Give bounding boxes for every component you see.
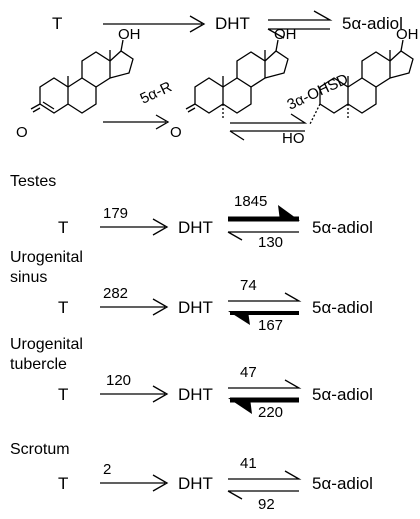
overview-forward-arrow [103, 15, 206, 33]
forward-arrow [100, 474, 169, 492]
overview-row: T DHT 5α-adiol [52, 10, 403, 39]
metabolite-label: 5α-adiol [312, 474, 373, 493]
metabolite-label: 5α-adiol [312, 385, 373, 404]
overview-substrate: T [52, 14, 62, 33]
forward-arrow [100, 218, 169, 236]
t-to-dht-rate: 2 [103, 461, 111, 478]
product-label: DHT [178, 385, 213, 404]
substrate-label: T [58, 385, 68, 404]
adiol-to-dht-arrow [227, 490, 299, 500]
metabolite-label: 5α-adiol [312, 218, 373, 237]
tissue-name: Scrotum [10, 441, 70, 458]
reduction-arrow [103, 114, 170, 130]
tissue-name-line1: Urogenital [10, 249, 83, 266]
dht-oxo-label: O [170, 124, 182, 141]
adiol-oh-label: OH [396, 26, 419, 43]
substrate-label: T [58, 298, 68, 317]
enzyme-label-3a-ohsd: 3α-OHSD [285, 71, 352, 114]
structure-dht [185, 39, 289, 118]
adiol-ho-label: HO [282, 130, 305, 147]
dht-to-adiol-rate: 41 [240, 455, 257, 472]
dht-to-adiol-rate: 47 [240, 364, 257, 381]
product-label: DHT [178, 474, 213, 493]
tissue-urogenital-tubercle: Urogenital tubercle T 120 DHT 47 220 5α-… [10, 336, 373, 421]
tissue-name-line1: Urogenital [10, 336, 83, 353]
testosterone-oh-label: OH [118, 26, 141, 43]
dht-to-adiol-arrowhead [278, 205, 300, 221]
tissue-name-line2: tubercle [10, 356, 67, 373]
product-label: DHT [178, 298, 213, 317]
tissue-name: Testes [10, 173, 56, 190]
forward-arrow [100, 298, 169, 316]
oxidoreduction-equilibrium-arrows [229, 113, 308, 141]
t-to-dht-rate: 120 [106, 372, 131, 389]
dht-to-adiol-rate: 74 [240, 277, 257, 294]
adiol-to-dht-arrow [227, 231, 299, 241]
adiol-to-dht-rate: 167 [258, 317, 283, 334]
overview-product: DHT [215, 14, 250, 33]
adiol-to-dht-arrowhead [228, 398, 252, 414]
forward-arrow [100, 385, 169, 403]
dht-to-adiol-arrow [228, 379, 302, 389]
overview-equilibrium-arrows [267, 10, 333, 39]
tissue-urogenital-sinus: Urogenital sinus T 282 DHT 74 167 5α-adi… [10, 249, 373, 334]
adiol-to-dht-arrowhead [228, 311, 250, 325]
structure-testosterone [30, 39, 134, 114]
product-label: DHT [178, 218, 213, 237]
dht-to-adiol-rate: 1845 [234, 193, 267, 210]
adiol-to-dht-rate: 92 [258, 496, 275, 513]
dht-oh-label: OH [274, 26, 297, 43]
adiol-to-dht-rate: 220 [258, 404, 283, 421]
overview-metabolite: 5α-adiol [342, 14, 403, 33]
tissue-testes: Testes T 179 DHT 1845 130 5α-adiol [10, 173, 373, 251]
tissue-name-line2: sinus [10, 269, 47, 286]
substrate-label: T [58, 474, 68, 493]
tissue-scrotum: Scrotum T 2 DHT 41 92 5α-adiol [10, 441, 373, 513]
dht-to-adiol-arrow [228, 292, 302, 302]
testosterone-oxo-label: O [16, 124, 28, 141]
t-to-dht-rate: 179 [103, 205, 128, 222]
substrate-label: T [58, 218, 68, 237]
dht-to-adiol-arrow [228, 470, 302, 480]
structure-adiol [309, 39, 414, 125]
t-to-dht-rate: 282 [103, 285, 128, 302]
enzyme-label-5a-r: 5α-R [138, 78, 175, 107]
metabolite-label: 5α-adiol [312, 298, 373, 317]
adiol-to-dht-rate: 130 [258, 234, 283, 251]
